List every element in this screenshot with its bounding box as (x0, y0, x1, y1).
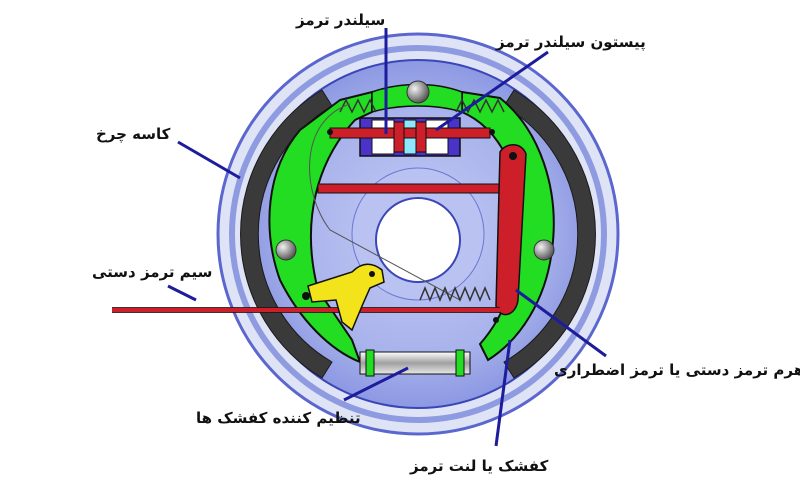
lower-spring (419, 286, 491, 302)
wheel-drum-rim (229, 45, 607, 423)
label-wheel-drum: کاسه چرخ (96, 125, 171, 143)
leader-lines (167, 28, 607, 447)
return-wire (309, 103, 461, 301)
top-spring-right (455, 98, 505, 114)
fastener-left (302, 292, 310, 300)
leader-piston (435, 50, 549, 132)
pivot-ball-top (406, 80, 430, 104)
left-brake-shoe (268, 90, 373, 364)
leader-shoe (494, 339, 512, 447)
cylinder-rod-inner (393, 121, 405, 153)
label-brake-cylinder: سیلندر ترمز (296, 11, 386, 29)
left-brake-lining (240, 89, 333, 379)
leader-lever (515, 288, 607, 358)
adjuster-end-right (455, 349, 465, 377)
fastener-top-left (327, 129, 333, 135)
label-shoe-adjuster: تنظیم کننده کفشک ها (196, 409, 361, 427)
lever-pivot (509, 152, 517, 160)
top-spring-left (339, 98, 377, 114)
cylinder-rod-inner-2 (415, 121, 427, 153)
adjuster-end-left (365, 349, 375, 377)
fastener-top-right (489, 129, 495, 135)
handbrake-cable-outline (112, 307, 500, 313)
pivot-ball-left (275, 239, 297, 261)
label-brake-shoe: کفشک یا لنت ترمز (410, 457, 549, 475)
adjuster-screw (359, 351, 471, 375)
adjuster-lever-hole (369, 271, 375, 277)
cylinder-rod (329, 127, 491, 139)
right-brake-lining (503, 89, 596, 379)
fastener-right (493, 317, 499, 323)
leader-cable (167, 284, 197, 302)
label-handbrake-cable: سیم ترمز دستی (92, 263, 213, 281)
brake-strut (317, 183, 509, 194)
leader-adjuster (343, 366, 409, 402)
leader-drum (177, 140, 241, 180)
label-handbrake-lever: اهرم ترمز دستی یا ترمز اضطراری (554, 361, 800, 379)
pivot-ball-right (533, 239, 555, 261)
label-cylinder-piston: پیستون سیلندر ترمز (496, 33, 646, 51)
hub-hole (375, 197, 461, 283)
adjuster-lever (307, 263, 385, 332)
